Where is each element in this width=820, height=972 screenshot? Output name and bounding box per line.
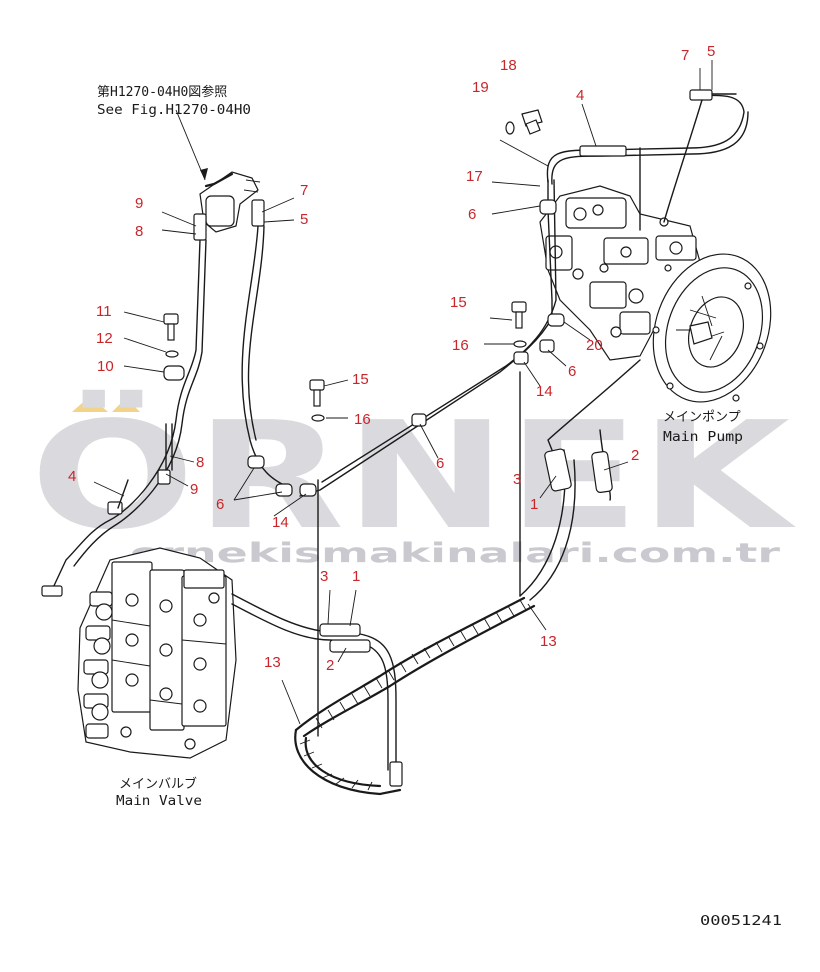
callouts: 7 5 18 19 4 17 6 9 8 7 5 11 12 10 15 16 …	[68, 43, 715, 674]
callout-5: 5	[707, 43, 715, 60]
callout-6: 6	[436, 455, 444, 472]
callout-4: 4	[576, 87, 584, 104]
main-pump	[539, 185, 772, 403]
watermark-logo-mark-2	[112, 398, 140, 412]
callout-2: 2	[326, 657, 334, 674]
main-pump-label-jp: メインポンプ	[663, 410, 741, 425]
callout-12: 12	[96, 330, 113, 347]
watermark-logo-mark	[72, 396, 108, 412]
callout-6: 6	[216, 496, 224, 513]
leader-lines	[93, 60, 713, 725]
callout-16: 16	[354, 411, 371, 428]
callout-9: 9	[135, 195, 143, 212]
main-valve-label-jp: メインバルブ	[119, 776, 197, 792]
callout-10: 10	[97, 358, 114, 375]
referenced-filter-assembly	[175, 109, 261, 233]
callout-16: 16	[452, 337, 469, 354]
callout-4: 4	[68, 468, 76, 485]
callout-9: 9	[190, 481, 198, 498]
callout-1: 1	[352, 568, 360, 585]
callout-13: 13	[264, 654, 281, 671]
callout-7: 7	[300, 182, 308, 199]
callout-17: 17	[466, 168, 483, 185]
callout-5: 5	[300, 211, 308, 228]
callout-8: 8	[196, 454, 204, 471]
drawing-number: 00051241	[700, 914, 782, 929]
callout-18: 18	[500, 57, 517, 74]
callout-6: 6	[568, 363, 576, 380]
callout-20: 20	[586, 337, 603, 354]
callout-7: 7	[681, 47, 689, 64]
callout-14: 14	[536, 383, 553, 400]
callout-19: 19	[472, 79, 489, 96]
callout-15: 15	[450, 294, 467, 311]
main-valve-label-en: Main Valve	[116, 794, 202, 809]
callout-8: 8	[135, 223, 143, 240]
callout-3: 3	[320, 568, 328, 585]
callout-6: 6	[468, 206, 476, 223]
callout-2: 2	[631, 447, 639, 464]
watermark-url: ornekismakinalari.com.tr	[130, 538, 781, 569]
callout-14: 14	[272, 514, 289, 531]
callout-13: 13	[540, 633, 557, 650]
callout-15: 15	[352, 371, 369, 388]
text-notes: 第H1270-04H0図参照 See Fig.H1270-04H0 メインポンプ…	[97, 84, 782, 929]
hose-routing	[41, 89, 749, 796]
callout-1: 1	[530, 496, 538, 513]
callout-3: 3	[513, 471, 521, 488]
reference-note-jp: 第H1270-04H0図参照	[97, 84, 227, 100]
callout-11: 11	[96, 303, 112, 320]
fasteners	[163, 109, 543, 422]
main-valve	[77, 547, 237, 759]
main-pump-label-en: Main Pump	[663, 430, 743, 445]
reference-note-en: See Fig.H1270-04H0	[97, 103, 251, 118]
